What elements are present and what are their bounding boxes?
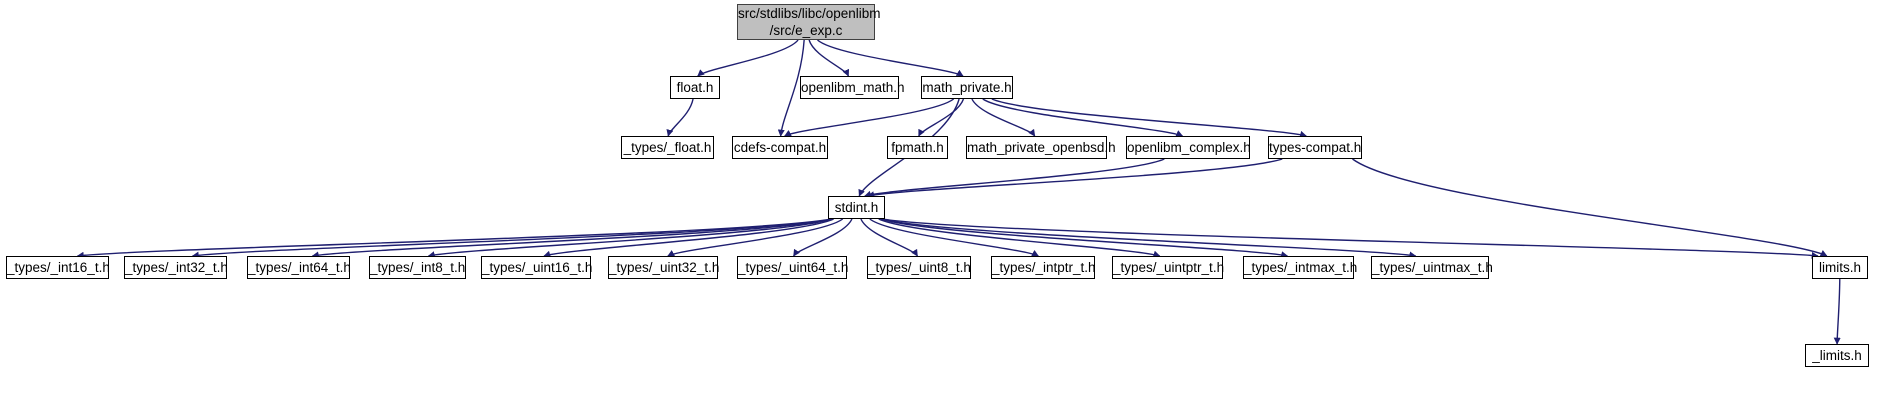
graph-node-label: limits.h xyxy=(1818,259,1861,275)
graph-node-label: _types/_uint8_t.h xyxy=(868,259,971,275)
graph-node-types_int32_t[interactable]: _types/_int32_t.h xyxy=(124,256,228,279)
graph-node-math_private_openbsd[interactable]: math_private_openbsd.h xyxy=(966,136,1116,159)
graph-node-types_int8_t[interactable]: _types/_int8_t.h xyxy=(369,256,466,279)
graph-edge-stdint-to-types_uint32_t xyxy=(667,218,844,257)
graph-node-types_float[interactable]: _types/_float.h xyxy=(621,136,714,159)
graph-node-label: math_private_openbsd.h xyxy=(967,139,1116,155)
graph-node-label: _types/_int32_t.h xyxy=(125,259,228,275)
graph-edge-openlibm_complex-to-stdint xyxy=(864,158,1165,198)
graph-edge-limits-to-_limits xyxy=(1833,278,1841,345)
graph-node-types_uintptr_t[interactable]: _types/_uintptr_t.h xyxy=(1112,256,1225,279)
graph-node-math_private[interactable]: math_private.h xyxy=(921,76,1013,99)
graph-node-stdint[interactable]: stdint.h xyxy=(828,196,885,219)
graph-node-types_intptr_t[interactable]: _types/_intptr_t.h xyxy=(991,256,1096,279)
graph-node-label: _limits.h xyxy=(1812,347,1862,363)
graph-edge-stdint-to-limits xyxy=(880,218,1819,259)
graph-node-label: _types/_int64_t.h xyxy=(248,259,351,275)
graph-node-label: float.h xyxy=(676,79,714,95)
graph-edge-stdint-to-types_uint64_t xyxy=(793,218,853,257)
graph-node-label: _types/_float.h xyxy=(623,139,712,155)
graph-node-openlibm_complex[interactable]: openlibm_complex.h xyxy=(1126,136,1251,159)
graph-node-types_compat[interactable]: types-compat.h xyxy=(1268,136,1362,159)
graph-node-label: stdint.h xyxy=(834,199,879,215)
graph-node-label: _types/_uint16_t.h xyxy=(482,259,593,275)
graph-node-float[interactable]: float.h xyxy=(670,76,720,99)
graph-node-limits[interactable]: limits.h xyxy=(1812,256,1868,279)
graph-node-types_uint8_t[interactable]: _types/_uint8_t.h xyxy=(867,256,971,279)
graph-node-label: openlibm_complex.h xyxy=(1127,139,1251,155)
graph-edge-stdint-to-types_int32_t xyxy=(191,218,833,259)
graph-edge-math_private-to-math_private_openbsd xyxy=(971,98,1036,137)
graph-node-label: _types/_uintmax_t.h xyxy=(1372,259,1493,275)
graph-edge-root-to-openlibm_math xyxy=(808,39,850,77)
graph-node-label: types-compat.h xyxy=(1269,139,1362,155)
graph-edge-stdint-to-types_uintmax_t xyxy=(880,218,1417,259)
graph-node-openlibm_math[interactable]: openlibm_math.h xyxy=(800,76,905,99)
graph-node-types_uint16_t[interactable]: _types/_uint16_t.h xyxy=(481,256,593,279)
graph-node-label: cdefs-compat.h xyxy=(733,139,827,155)
graph-edge-math_private-to-openlibm_complex xyxy=(982,98,1184,137)
graph-node-label: _types/_int16_t.h xyxy=(7,259,110,275)
graph-edge-math_private-to-types_compat xyxy=(991,98,1307,138)
graph-node-label: _types/_uintptr_t.h xyxy=(1113,259,1225,275)
graph-node-label: openlibm_math.h xyxy=(801,79,905,95)
graph-edge-math_private-to-cdefs_compat xyxy=(784,98,955,137)
graph-edge-types_compat-to-stdint xyxy=(867,158,1283,199)
graph-edge-types_compat-to-limits xyxy=(1352,158,1828,257)
graph-edge-stdint-to-types_int16_t xyxy=(76,218,833,259)
graph-node-label: _types/_uint32_t.h xyxy=(609,259,720,275)
graph-node-types_intmax_t[interactable]: _types/_intmax_t.h xyxy=(1243,256,1358,279)
graph-edge-stdint-to-types_uint8_t xyxy=(860,218,919,257)
graph-node-label: _types/_intmax_t.h xyxy=(1244,259,1358,275)
graph-node-types_uint32_t[interactable]: _types/_uint32_t.h xyxy=(608,256,720,279)
graph-edge-stdint-to-types_intmax_t xyxy=(880,218,1289,259)
graph-node-fpmath[interactable]: fpmath.h xyxy=(887,136,948,159)
graph-edge-root-to-float xyxy=(697,39,799,77)
graph-edge-float-to-types_float xyxy=(666,98,694,137)
graph-node-root[interactable]: src/stdlibs/libc/openlibm /src/e_exp.c xyxy=(737,4,881,40)
graph-edge-stdint-to-types_int8_t xyxy=(427,218,833,259)
graph-edge-math_private-to-fpmath xyxy=(918,98,965,137)
graph-edge-stdint-to-types_intptr_t xyxy=(869,218,1039,257)
graph-node-label: _types/_uint64_t.h xyxy=(738,259,849,275)
graph-edge-stdint-to-types_uintptr_t xyxy=(878,218,1161,258)
graph-node-label: _types/_intptr_t.h xyxy=(992,259,1096,275)
graph-node-label: _types/_int8_t.h xyxy=(370,259,466,275)
graph-node-label: fpmath.h xyxy=(891,139,944,155)
graph-node-label: math_private.h xyxy=(922,79,1012,95)
graph-edge-stdint-to-types_int64_t xyxy=(311,218,833,259)
graph-node-types_int64_t[interactable]: _types/_int64_t.h xyxy=(247,256,351,279)
graph-node-types_int16_t[interactable]: _types/_int16_t.h xyxy=(6,256,110,279)
graph-node-types_uint64_t[interactable]: _types/_uint64_t.h xyxy=(737,256,849,279)
graph-edge-stdint-to-types_uint16_t xyxy=(543,218,834,258)
graph-node-label: src/stdlibs/libc/openlibm /src/e_exp.c xyxy=(738,6,881,38)
graph-node-cdefs_compat[interactable]: cdefs-compat.h xyxy=(732,136,828,159)
graph-node-_limits[interactable]: _limits.h xyxy=(1805,344,1869,367)
graph-node-types_uintmax_t[interactable]: _types/_uintmax_t.h xyxy=(1371,256,1493,279)
graph-edge-root-to-math_private xyxy=(817,39,964,77)
